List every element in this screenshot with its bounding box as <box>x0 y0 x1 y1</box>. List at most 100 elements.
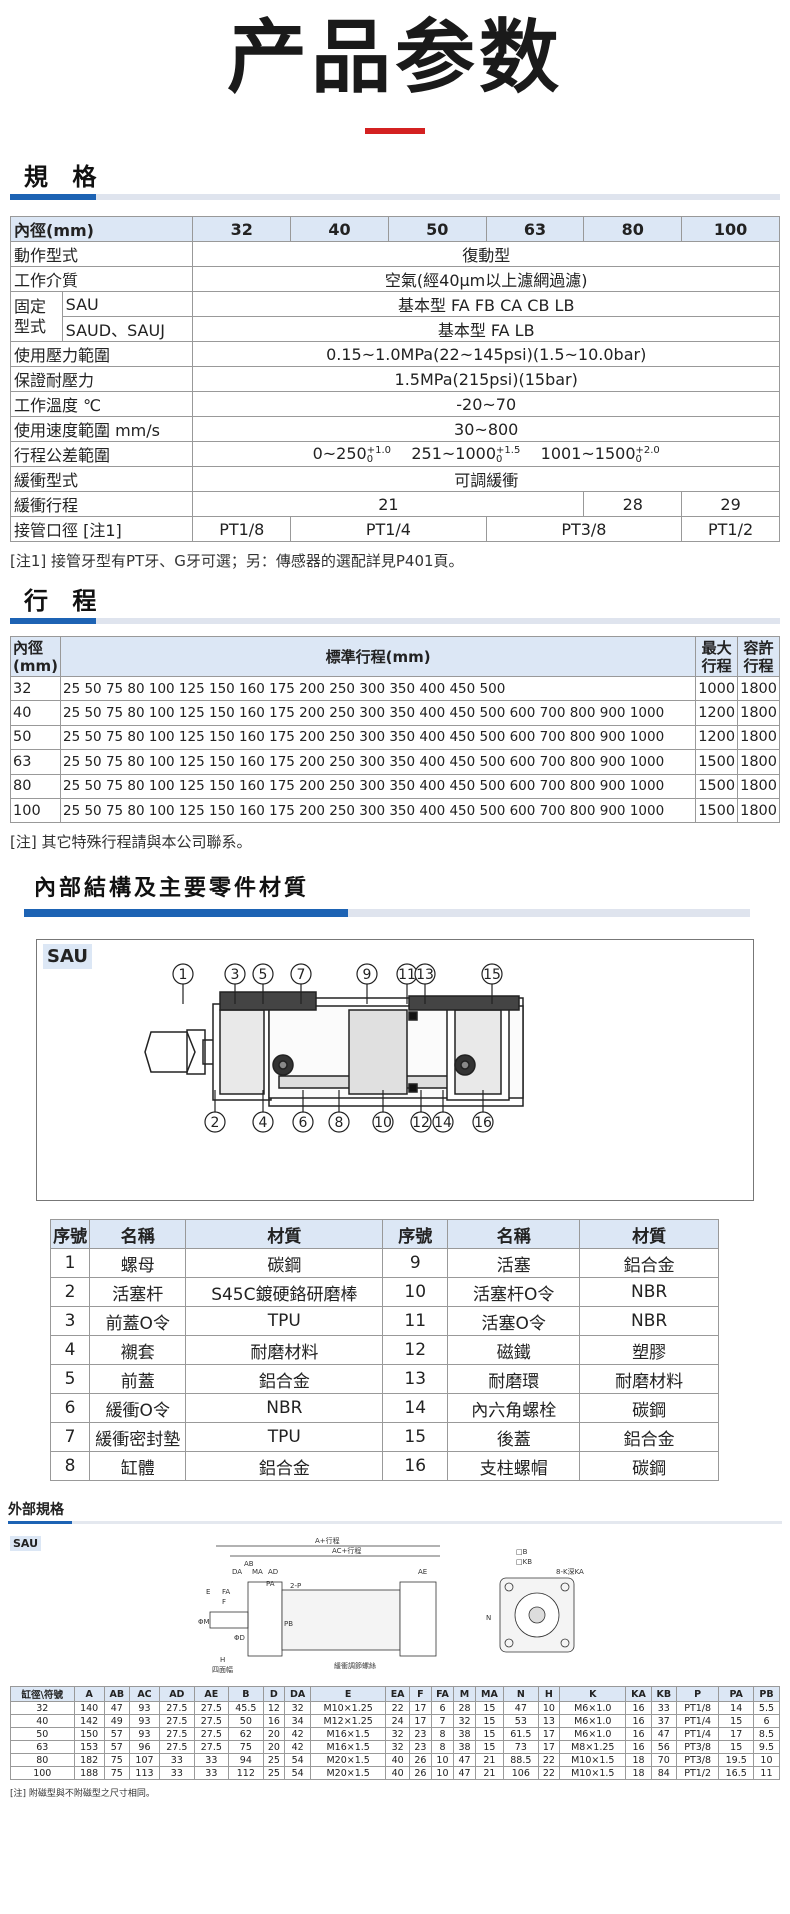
parts-cell: 襯套 <box>89 1335 187 1366</box>
callout-number: 15 <box>483 967 501 983</box>
parts-cell: 11 <box>382 1306 449 1337</box>
dims-cell: 21 <box>474 1753 505 1768</box>
dims-cell: 50 <box>10 1727 75 1742</box>
dims-cell: 38 <box>453 1727 476 1742</box>
dims-cell: 96 <box>128 1740 161 1755</box>
callout-number: 8 <box>335 1115 344 1131</box>
dims-cell: 15 <box>474 1714 505 1729</box>
parts-cell: 前蓋 <box>89 1364 187 1395</box>
dims-cell: 153 <box>73 1740 105 1755</box>
dims-cell: M6×1.0 <box>559 1714 627 1729</box>
parts-header-cell: 材質 <box>185 1219 384 1250</box>
parts-cell: 12 <box>382 1335 449 1366</box>
stroke-bore-cell: 80 <box>10 773 61 799</box>
dims-cell: 23 <box>409 1740 432 1755</box>
dims-cell: M10×1.5 <box>559 1753 627 1768</box>
dims-cell: 26 <box>409 1753 432 1768</box>
dims-cell: 42 <box>284 1740 312 1755</box>
parts-cell: 鋁合金 <box>185 1364 384 1395</box>
dims-cell: 32 <box>385 1727 411 1742</box>
dims-cell: 23 <box>409 1727 432 1742</box>
dims-cell: 32 <box>385 1740 411 1755</box>
stroke-allow-cell: 1800 <box>737 700 780 726</box>
dims-header-cell: AC <box>128 1686 161 1703</box>
parts-cell: 前蓋O令 <box>89 1306 187 1337</box>
dims-cell: M10×1.25 <box>310 1701 387 1716</box>
parts-cell: 13 <box>382 1364 449 1395</box>
dim-fa: FA <box>222 1588 230 1596</box>
dims-cell: 32 <box>453 1714 476 1729</box>
stroke-allow-cell: 1800 <box>737 724 780 751</box>
parts-header-cell: 名稱 <box>89 1219 187 1250</box>
parts-cell: 塑膠 <box>579 1335 719 1366</box>
dims-cell: 17 <box>537 1727 561 1742</box>
parts-cell: 4 <box>49 1335 91 1366</box>
dims-header-cell: D <box>262 1686 286 1703</box>
parts-cell: 10 <box>382 1277 449 1308</box>
stroke-header-row: 內徑(mm) 標準行程(mm) 最大行程 容許行程 <box>10 636 780 677</box>
page-title: 产品参数 <box>227 11 563 104</box>
parts-cell: 活塞杆 <box>89 1277 187 1308</box>
dims-cell: PT3/8 <box>675 1753 720 1768</box>
dims-header-cell: PA <box>718 1686 754 1703</box>
dims-cell: PT1/4 <box>675 1727 720 1742</box>
dims-header-cell: AD <box>159 1686 195 1703</box>
dims-cell: 19.5 <box>718 1753 754 1768</box>
dim-k: 8-K深KA <box>556 1567 584 1576</box>
dim-four-hex: 四面幅 <box>212 1665 233 1674</box>
dims-cell: 27.5 <box>193 1727 230 1742</box>
dims-cell: 47 <box>503 1701 539 1716</box>
parts-cell: 碳鋼 <box>185 1248 384 1279</box>
dims-cell: 10 <box>752 1753 781 1768</box>
dims-cell: 17 <box>718 1727 754 1742</box>
dims-cell: 18 <box>625 1753 652 1768</box>
dims-cell: 56 <box>650 1740 677 1755</box>
dim-pa: PA <box>266 1580 275 1588</box>
dim-ab: AB <box>244 1560 254 1568</box>
stroke-std-cell: 25 50 75 80 100 125 150 160 175 200 250 … <box>59 773 697 799</box>
spec-section-title: 規 格 <box>0 160 790 200</box>
dim-ac-stroke: AC+行程 <box>332 1546 361 1555</box>
dims-header-cell: KA <box>625 1686 652 1703</box>
dims-cell: 88.5 <box>503 1753 539 1768</box>
stroke-max-cell: 1500 <box>695 773 739 799</box>
dims-header-cell: F <box>409 1686 432 1703</box>
dims-header-cell: DA <box>284 1686 312 1703</box>
dims-header-cell: AE <box>193 1686 230 1703</box>
callout-number: 1 <box>179 967 188 983</box>
stroke-std-cell: 25 50 75 80 100 125 150 160 175 200 250 … <box>59 797 697 824</box>
dims-header-cell: N <box>503 1686 539 1703</box>
dims-cell: 140 <box>73 1701 105 1716</box>
callout-number: 6 <box>299 1115 308 1131</box>
dims-cell: 53 <box>503 1714 539 1729</box>
table-row: 接管口徑 [注1] PT1/8 PT1/4 PT3/8 PT1/2 <box>9 516 780 542</box>
dims-cell: 27.5 <box>193 1714 230 1729</box>
dims-cell: 11 <box>752 1766 781 1781</box>
dims-cell: 47 <box>453 1753 476 1768</box>
dims-cell: M6×1.0 <box>559 1727 627 1742</box>
dims-cell: 37 <box>650 1714 677 1729</box>
table-row: 工作溫度 ℃ -20~70 <box>9 391 780 417</box>
dims-cell: 18 <box>625 1766 652 1781</box>
dims-cell: 16 <box>625 1714 652 1729</box>
stroke-max-cell: 1200 <box>695 700 739 726</box>
callout-number: 14 <box>434 1115 452 1131</box>
table-row: SAUD、SAUJ 基本型 FA LB <box>11 316 780 342</box>
dims-header-cell: KB <box>650 1686 677 1703</box>
callout-number: 16 <box>474 1115 492 1131</box>
dims-cell: 32 <box>10 1701 75 1716</box>
dims-cell: 6 <box>430 1701 455 1716</box>
stroke-max-cell: 1500 <box>695 749 739 775</box>
dims-cell: 15 <box>474 1701 505 1716</box>
